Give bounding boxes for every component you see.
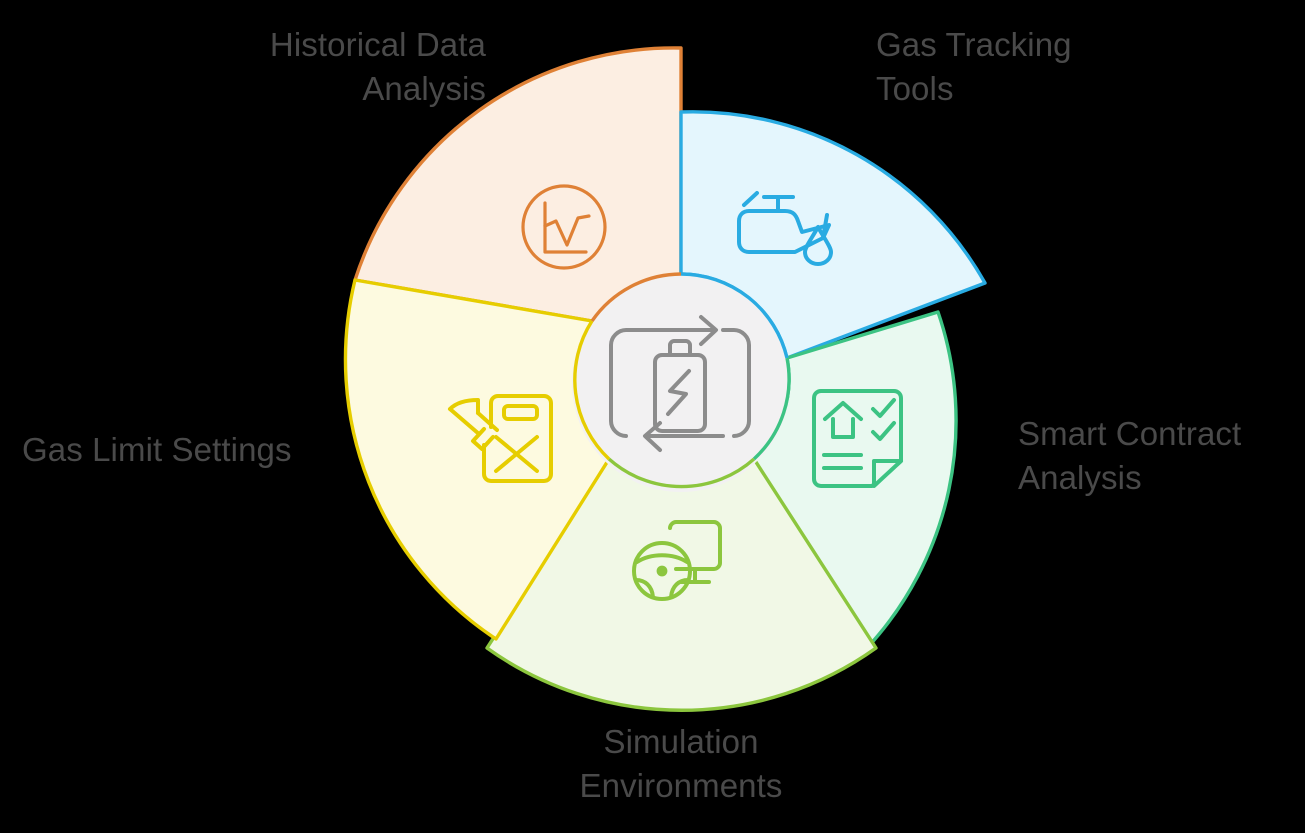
contract-document-check-icon: [812, 389, 903, 488]
segment-gas-limit-settings[interactable]: [343, 278, 611, 641]
label-gas-tracking-tools: Gas Tracking Tools: [876, 26, 1072, 107]
hub-ring-lightgreen: [607, 457, 756, 489]
label-historical-data-analysis: Historical Data Analysis: [269, 26, 486, 107]
segment-historical-data-analysis[interactable]: [353, 46, 683, 323]
label-simulation-environments: Simulation Environments: [579, 723, 783, 804]
hub-ring-blue: [680, 272, 789, 359]
segment-gas-tracking-tools[interactable]: [679, 110, 987, 360]
battery-recycle-icon: [609, 315, 751, 452]
label-gas-limit-settings: Gas Limit Settings: [22, 431, 292, 468]
oil-can-drip-icon: [737, 191, 833, 266]
jerry-can-x-icon: [448, 394, 553, 483]
hub-ring-orange: [590, 272, 682, 322]
hub-ring-yellow: [573, 320, 611, 461]
label-smart-contract-analysis: Smart Contract Analysis: [1018, 415, 1242, 496]
steering-wheel-monitor-icon: [632, 520, 722, 601]
line-chart-circle-icon: [521, 184, 607, 270]
hub-ring-green: [752, 357, 791, 461]
hub[interactable]: [572, 272, 791, 492]
